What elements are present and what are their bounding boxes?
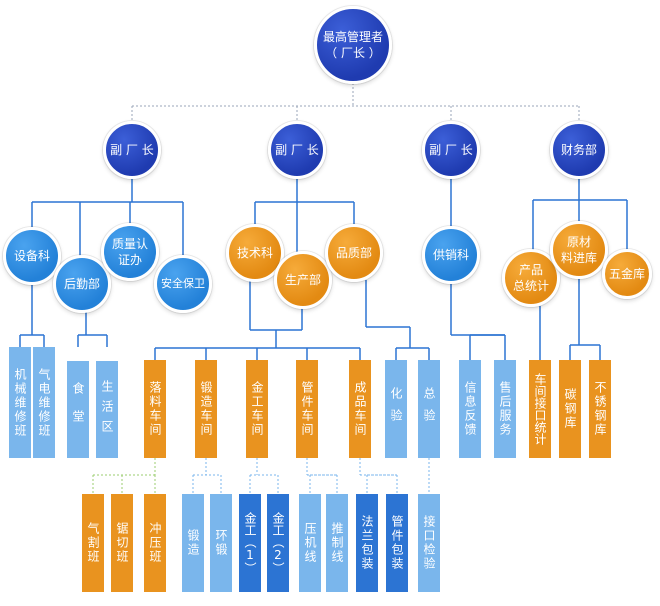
quality-dept-node: 品质部: [325, 224, 383, 282]
security-dept-node: 安全保卫: [154, 255, 212, 313]
push-line-box: 推制线: [326, 494, 348, 592]
mech-repair-team-box: 机械维修班: [9, 347, 31, 458]
interface-inspection-box: 接口检验: [418, 494, 440, 592]
gas-cutting-team-box: 气割班: [82, 494, 104, 592]
stainless-store-box: 不锈钢库: [589, 360, 611, 458]
top-manager-node: 最高管理者 （ 厂长 ）: [314, 6, 392, 84]
vice-director-2-node: 副 厂 长: [268, 121, 326, 179]
pipe-workshop-box: 管件车间: [296, 360, 318, 458]
flange-packing-box: 法兰包装: [356, 494, 378, 592]
saw-cutting-team-box: 锯切班: [111, 494, 133, 592]
production-dept-node: 生产部: [274, 251, 332, 309]
metalwork-1-box: 金工（1）: [239, 494, 261, 592]
carbon-steel-store-box: 碳钢库: [559, 360, 581, 458]
supply-sales-dept-node: 供销科: [422, 226, 480, 284]
after-sales-box: 售后服务: [494, 360, 516, 458]
punching-team-box: 冲压班: [144, 494, 166, 592]
finance-dept-node: 财务部: [550, 121, 608, 179]
final-inspection-box: 总验: [418, 360, 440, 458]
blanking-workshop-box: 落料车间: [144, 360, 166, 458]
logistics-dept-node: 后勤部: [53, 255, 111, 313]
hardware-store-node: 五金库: [602, 249, 652, 299]
forge-box: 锻造: [182, 494, 204, 592]
info-feedback-box: 信息反馈: [459, 360, 481, 458]
forging-workshop-box: 锻造车间: [195, 360, 217, 458]
finished-workshop-box: 成品车间: [349, 360, 371, 458]
workshop-stats-box: 车间接口统计: [529, 360, 551, 458]
product-stats-node: 产品 总统计: [502, 249, 560, 307]
equipment-dept-node: 设备科: [3, 227, 61, 285]
raw-material-store-node: 原材 料进库: [550, 221, 608, 279]
pipe-packing-box: 管件包装: [386, 494, 408, 592]
press-line-box: 压机线: [299, 494, 321, 592]
metalwork-2-box: 金工（2）: [267, 494, 289, 592]
elec-repair-team-box: 气电维修班: [33, 347, 55, 458]
metalwork-workshop-box: 金工车间: [246, 360, 268, 458]
living-area-box: 生活区: [96, 361, 118, 458]
ring-forge-box: 环锻: [210, 494, 232, 592]
canteen-box: 食堂: [67, 361, 89, 458]
vice-director-1-node: 副 厂 长: [103, 121, 161, 179]
quality-cert-office-node: 质量认 证办: [101, 223, 159, 281]
vice-director-3-node: 副 厂 长: [422, 121, 480, 179]
lab-test-box: 化验: [385, 360, 407, 458]
